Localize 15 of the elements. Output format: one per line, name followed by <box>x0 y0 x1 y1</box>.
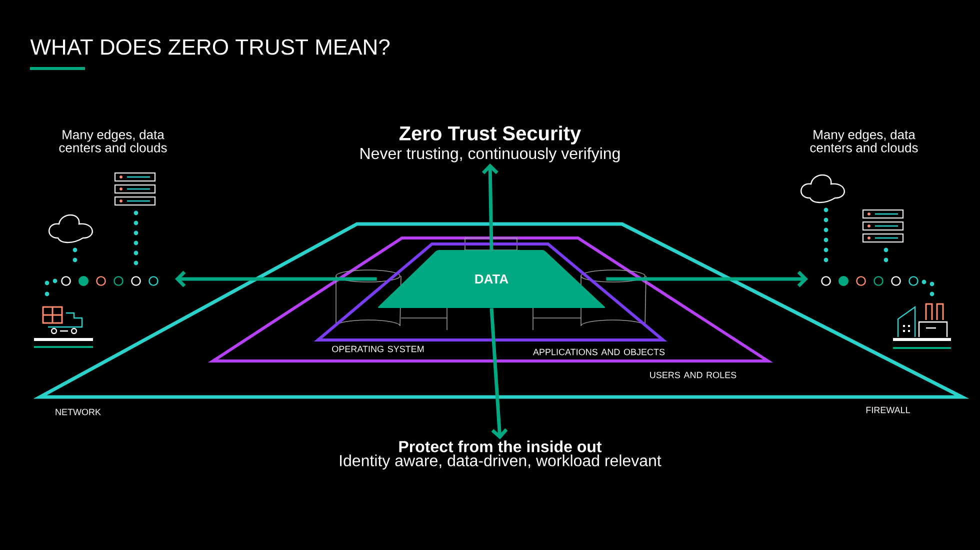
title: WHAT DOES ZERO TRUST MEAN? <box>30 39 390 55</box>
heading-text: Protect from the inside out Identity aware, data-driven, workload relevant <box>340 440 662 470</box>
label-text: Many edges, data centers and clouds <box>59 130 167 152</box>
heading-text: Zero Trust Security Never trusting, continuously verifying <box>360 126 620 162</box>
label-text: FIREWALL <box>866 406 910 414</box>
label-text: Many edges, data centers and clouds <box>810 130 918 152</box>
label-text: USERS AND ROLES <box>650 372 736 378</box>
label-text: OPERATING SYSTEM <box>332 346 424 352</box>
arrow <box>490 308 508 440</box>
data-trapezoid: DATA <box>378 250 606 308</box>
arrow <box>606 270 808 288</box>
arrow <box>482 163 498 250</box>
arrow <box>175 270 377 288</box>
label-text: APPLICATIONS AND OBJECTS <box>533 348 665 356</box>
label-text: NETWORK <box>56 408 101 416</box>
